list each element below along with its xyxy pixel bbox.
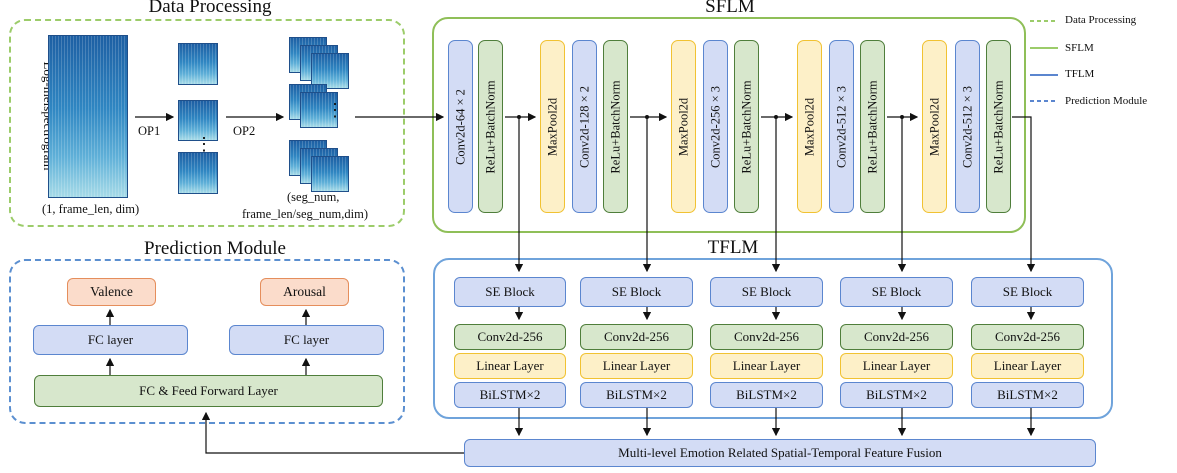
sflm-relu-bn-block: ReLu+BatchNorm xyxy=(478,40,503,213)
valence-output: Valence xyxy=(67,278,156,306)
fusion-to-prediction-arrow xyxy=(201,411,464,454)
sflm-to-tflm-arrow xyxy=(1012,116,1036,273)
sflm-maxpool-block: MaxPool2d xyxy=(922,40,947,213)
linear-layer-block: Linear Layer xyxy=(971,353,1084,379)
legend-sflm: SFLM xyxy=(1065,42,1094,54)
bilstm-block: BiLSTM×2 xyxy=(454,382,566,408)
sflm-conv-block: Conv2d-512 × 3 xyxy=(955,40,980,213)
output-shape-line1: (seg_num, xyxy=(287,190,340,204)
sflm-maxpool-block: MaxPool2d xyxy=(797,40,822,213)
conv2d-256-block: Conv2d-256 xyxy=(710,324,823,350)
segment-image-2 xyxy=(178,100,218,141)
sflm-maxpool-block: MaxPool2d xyxy=(671,40,696,213)
tflm-panel xyxy=(433,258,1113,419)
linear-layer-block: Linear Layer xyxy=(840,353,953,379)
sflm-panel xyxy=(432,17,1026,233)
stack-top-3 xyxy=(311,53,349,89)
sflm-conv-block: Conv2d-256 × 3 xyxy=(703,40,728,213)
sflm-relu-bn-block: ReLu+BatchNorm xyxy=(986,40,1011,213)
legend-tflm: TFLM xyxy=(1065,68,1095,80)
se-block: SE Block xyxy=(840,277,953,307)
sflm-conv-block: Conv2d-128 × 2 xyxy=(572,40,597,213)
sflm-conv-block: Conv2d-512 × 3 xyxy=(829,40,854,213)
segment-image-3 xyxy=(178,152,218,194)
bilstm-block: BiLSTM×2 xyxy=(971,382,1084,408)
conv2d-256-block: Conv2d-256 xyxy=(580,324,693,350)
bilstm-block: BiLSTM×2 xyxy=(710,382,823,408)
sflm-relu-bn-block: ReLu+BatchNorm xyxy=(734,40,759,213)
sflm-relu-bn-block: ReLu+BatchNorm xyxy=(603,40,628,213)
arousal-output: Arousal xyxy=(260,278,349,306)
feature-fusion-block: Multi-level Emotion Related Spatial-Temp… xyxy=(464,439,1096,467)
se-block: SE Block xyxy=(971,277,1084,307)
stack-mid-2 xyxy=(300,92,338,128)
data-processing-title: Data Processing xyxy=(148,0,272,17)
conv2d-256-block: Conv2d-256 xyxy=(840,324,953,350)
prediction-module-title: Prediction Module xyxy=(144,238,286,259)
sflm-maxpool-block: MaxPool2d xyxy=(540,40,565,213)
linear-layer-block: Linear Layer xyxy=(710,353,823,379)
vertical-ellipsis-1: ⋮ xyxy=(195,134,213,154)
stack-bot-3 xyxy=(311,156,349,192)
bilstm-block: BiLSTM×2 xyxy=(580,382,693,408)
op2-label: OP2 xyxy=(233,124,256,138)
fc-layer-left: FC layer xyxy=(33,325,188,355)
input-shape-label: (1, frame_len, dim) xyxy=(42,202,140,216)
se-block: SE Block xyxy=(580,277,693,307)
segment-image-1 xyxy=(178,43,218,85)
sflm-title: SFLM xyxy=(705,0,755,17)
data-processing-panel xyxy=(9,19,405,227)
prediction-module-panel xyxy=(9,259,405,424)
legend-prediction-module: Prediction Module xyxy=(1065,95,1148,107)
bilstm-block: BiLSTM×2 xyxy=(840,382,953,408)
vertical-ellipsis-2: ⋮ xyxy=(326,100,344,120)
log-melspectrogram-image xyxy=(48,35,128,198)
legend-data-processing: Data Processing xyxy=(1065,14,1137,26)
sflm-conv-block: Conv2d-64 × 2 xyxy=(448,40,473,213)
linear-layer-block: Linear Layer xyxy=(580,353,693,379)
tflm-title: TFLM xyxy=(707,237,759,258)
op1-label: OP1 xyxy=(138,124,161,138)
linear-layer-block: Linear Layer xyxy=(454,353,566,379)
fc-feed-forward-layer: FC & Feed Forward Layer xyxy=(34,375,383,407)
conv2d-256-block: Conv2d-256 xyxy=(454,324,566,350)
se-block: SE Block xyxy=(710,277,823,307)
fc-layer-right: FC layer xyxy=(229,325,384,355)
se-block: SE Block xyxy=(454,277,566,307)
output-shape-line2: frame_len/seg_num,dim) xyxy=(242,207,369,221)
conv2d-256-block: Conv2d-256 xyxy=(971,324,1084,350)
sflm-relu-bn-block: ReLu+BatchNorm xyxy=(860,40,885,213)
